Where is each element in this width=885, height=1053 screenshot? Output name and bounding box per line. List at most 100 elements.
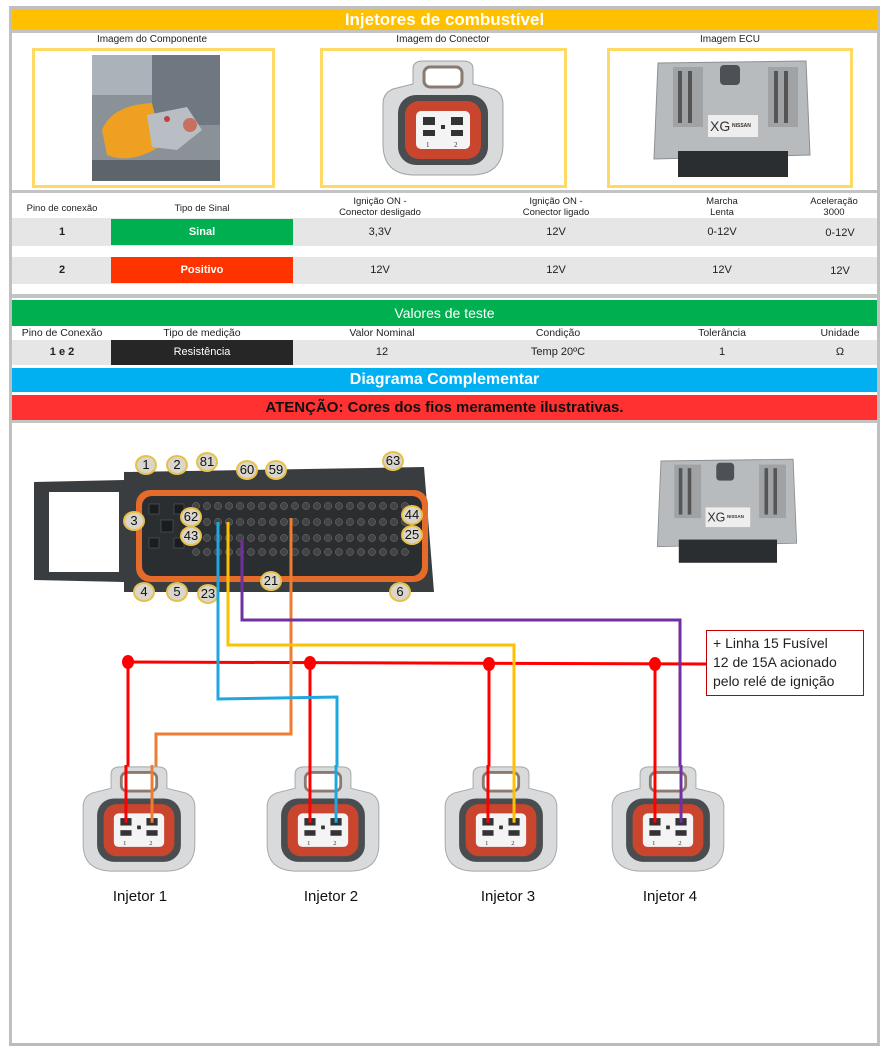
connector-pin bbox=[313, 518, 321, 526]
connector-pin bbox=[390, 534, 398, 542]
connector-pin bbox=[214, 518, 222, 526]
svg-text:NISSAN: NISSAN bbox=[732, 123, 751, 129]
svg-text:1: 1 bbox=[485, 840, 488, 847]
condition-value: Temp 20ºC bbox=[530, 346, 586, 358]
connector-pin bbox=[269, 534, 277, 542]
connector-pin bbox=[379, 518, 387, 526]
connector-pin bbox=[203, 534, 211, 542]
connector-pin bbox=[302, 548, 310, 556]
power-note-line: + Linha 15 Fusível bbox=[713, 635, 828, 651]
pin-number-badge: 3 bbox=[123, 511, 145, 531]
connector-pin bbox=[390, 548, 398, 556]
svg-text:XG: XG bbox=[707, 511, 725, 525]
test-values-title: Valores de teste bbox=[12, 300, 877, 326]
injector-1-label: Injetor 1 bbox=[112, 888, 168, 905]
ecu-diagram-image: XG NISSAN bbox=[656, 458, 798, 563]
connector-pin bbox=[258, 518, 266, 526]
injector-connector: 1 2 bbox=[266, 765, 380, 872]
svg-text:2: 2 bbox=[454, 141, 458, 149]
connector-pin bbox=[214, 548, 222, 556]
pin-number-badge: 43 bbox=[180, 526, 202, 546]
injector-photo bbox=[92, 55, 220, 181]
connector-pin bbox=[324, 502, 332, 510]
connector-pin bbox=[390, 502, 398, 510]
power-note-line: pelo relé de ignição bbox=[713, 673, 835, 689]
connector-pin bbox=[379, 534, 387, 542]
pin-number-badge: 62 bbox=[180, 507, 202, 527]
signal-type-badge: Positivo bbox=[111, 257, 293, 283]
pin-cell: 2 bbox=[58, 264, 66, 276]
col-header-pin: Pino de conexão bbox=[26, 203, 98, 214]
accel-value: 12V bbox=[830, 265, 850, 277]
connector-pin bbox=[302, 502, 310, 510]
pin-number-badge: 25 bbox=[401, 525, 423, 545]
connector-pin bbox=[335, 534, 343, 542]
connector-pin bbox=[236, 518, 244, 526]
col-header-condition: Condição bbox=[535, 327, 581, 339]
connector-pin bbox=[225, 502, 233, 510]
ign-on-value: 12V bbox=[546, 264, 566, 276]
ign-off-value: 12V bbox=[370, 264, 390, 276]
injector-connector: 1 2 bbox=[611, 765, 725, 872]
connector-pin bbox=[247, 548, 255, 556]
connector-pin bbox=[214, 534, 222, 542]
pin-cell: 1 e 2 bbox=[49, 346, 75, 358]
col-header-pin: Pino de Conexão bbox=[21, 327, 103, 339]
pin-cell: 1 bbox=[58, 226, 66, 238]
pin-number-badge: 21 bbox=[260, 571, 282, 591]
pin-number-badge: 5 bbox=[166, 582, 188, 602]
svg-text:1: 1 bbox=[426, 141, 430, 149]
divider bbox=[12, 294, 877, 298]
connector-pin bbox=[192, 548, 200, 556]
connector-pin bbox=[247, 534, 255, 542]
col-header-accel: Aceleração 3000 bbox=[810, 196, 858, 218]
connector-pin bbox=[291, 534, 299, 542]
connector-pin bbox=[346, 548, 354, 556]
col-header-measure-type: Tipo de medição bbox=[163, 327, 241, 339]
svg-text:NISSAN: NISSAN bbox=[727, 514, 744, 519]
connector-pin bbox=[258, 548, 266, 556]
measure-type-badge: Resistência bbox=[111, 340, 293, 365]
connector-pin bbox=[236, 548, 244, 556]
accel-value: 0-12V bbox=[825, 227, 855, 239]
connector-photo: 1 2 bbox=[382, 60, 504, 176]
pin-number-badge: 60 bbox=[236, 460, 258, 480]
injector-4-label: Injetor 4 bbox=[642, 888, 698, 905]
warning-banner: ATENÇÃO: Cores dos fios meramente ilustr… bbox=[12, 395, 877, 420]
idle-value: 0-12V bbox=[707, 226, 737, 238]
connector-pin bbox=[247, 518, 255, 526]
svg-text:XG: XG bbox=[710, 118, 730, 134]
ecu-photo: XG NISSAN bbox=[653, 60, 811, 177]
connector-pin bbox=[368, 502, 376, 510]
connector-pin bbox=[379, 502, 387, 510]
power-note-line: 12 de 15A acionado bbox=[713, 654, 837, 670]
connector-pin bbox=[335, 502, 343, 510]
ign-on-value: 12V bbox=[546, 226, 566, 238]
connector-pin bbox=[357, 534, 365, 542]
svg-text:2: 2 bbox=[678, 840, 681, 847]
connector-pin bbox=[291, 548, 299, 556]
divider bbox=[12, 30, 877, 33]
injector-3-label: Injetor 3 bbox=[480, 888, 536, 905]
ecu-connector-image bbox=[34, 467, 434, 592]
injector-connector: 1 2 bbox=[82, 765, 196, 872]
connector-pin bbox=[335, 518, 343, 526]
col-header-unit: Unidade bbox=[820, 327, 860, 339]
svg-text:2: 2 bbox=[333, 840, 336, 847]
connector-pin bbox=[291, 502, 299, 510]
pin-number-badge: 2 bbox=[166, 455, 188, 475]
injector-connector: 1 2 bbox=[444, 765, 558, 872]
signal-type-badge: Sinal bbox=[111, 219, 293, 245]
connector-pin bbox=[401, 548, 409, 556]
connector-pin bbox=[236, 502, 244, 510]
pin-number-badge: 1 bbox=[135, 455, 157, 475]
connector-pin bbox=[335, 548, 343, 556]
connector-pin bbox=[346, 534, 354, 542]
connector-pin bbox=[291, 518, 299, 526]
pin-number-badge: 63 bbox=[382, 451, 404, 471]
tolerance-value: 1 bbox=[718, 346, 726, 358]
col-header-signal-type: Tipo de Sinal bbox=[174, 203, 230, 214]
pin-number-badge: 4 bbox=[133, 582, 155, 602]
connector-pin bbox=[368, 534, 376, 542]
connector-pin bbox=[269, 518, 277, 526]
